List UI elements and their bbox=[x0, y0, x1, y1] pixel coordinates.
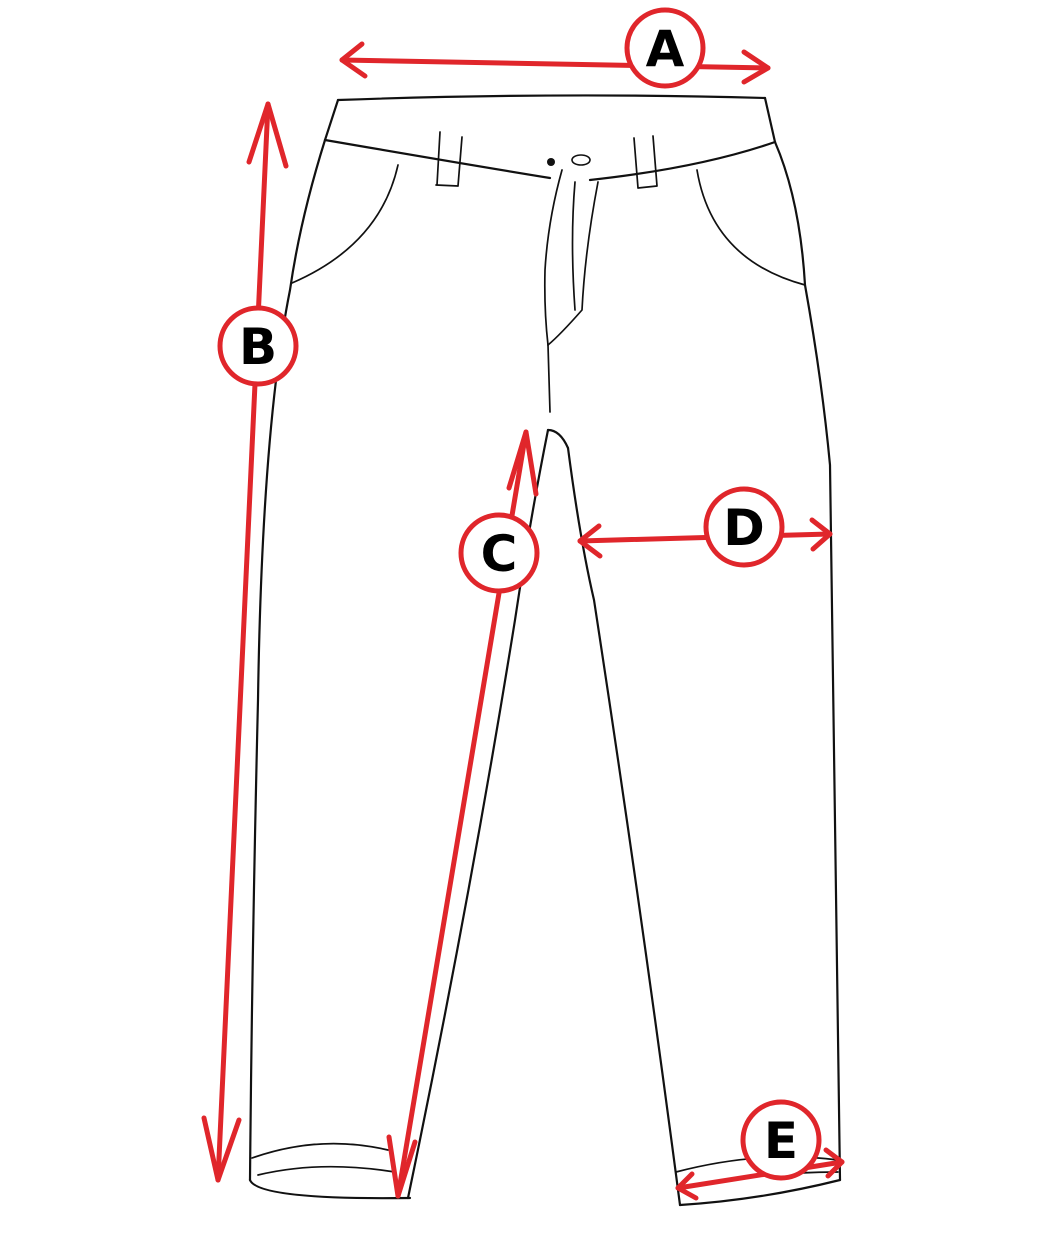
pocket-left bbox=[291, 164, 399, 284]
crotch-seam bbox=[547, 344, 551, 413]
measurement-b-arrow bbox=[201, 101, 289, 1183]
measurement-b-letter: B bbox=[239, 318, 277, 376]
waistband-top bbox=[336, 94, 767, 102]
belt-loop-right bbox=[633, 135, 658, 189]
measurement-e-arrow bbox=[675, 1147, 845, 1201]
fly-stitch bbox=[547, 181, 599, 346]
left-hem bbox=[248, 1178, 412, 1200]
measurement-a-marker: A bbox=[624, 7, 706, 89]
trousers-outline bbox=[248, 94, 842, 1207]
measurement-e-marker: E bbox=[740, 1099, 822, 1181]
waistband-bottom bbox=[323, 138, 777, 182]
right-inseam bbox=[566, 446, 682, 1207]
measurement-d-letter: D bbox=[723, 499, 765, 557]
fly-line bbox=[571, 181, 576, 311]
left-outer-seam bbox=[248, 138, 327, 1182]
measurement-c-marker: C bbox=[458, 512, 540, 594]
measurement-a-letter: A bbox=[646, 20, 685, 78]
measurement-e-letter: E bbox=[764, 1112, 798, 1170]
measurement-d-marker: D bbox=[703, 486, 785, 568]
right-outer-seam bbox=[773, 140, 842, 1182]
button bbox=[547, 158, 555, 166]
measurement-c-letter: C bbox=[481, 525, 518, 583]
right-hem bbox=[678, 1178, 842, 1207]
left-inseam bbox=[406, 428, 550, 1200]
measurement-b-marker: B bbox=[217, 305, 299, 387]
waistband-left-side bbox=[323, 98, 340, 142]
fly-placket bbox=[543, 169, 563, 346]
waistband-right-side bbox=[763, 96, 777, 144]
belt-loop-left bbox=[435, 131, 463, 187]
measurement-labels: A B C D E bbox=[217, 7, 822, 1181]
crotch-curve bbox=[546, 428, 570, 450]
left-hem-cuff bbox=[251, 1142, 396, 1176]
buttonhole bbox=[571, 154, 591, 166]
pocket-right bbox=[696, 169, 806, 286]
measurement-arrows bbox=[201, 41, 845, 1201]
